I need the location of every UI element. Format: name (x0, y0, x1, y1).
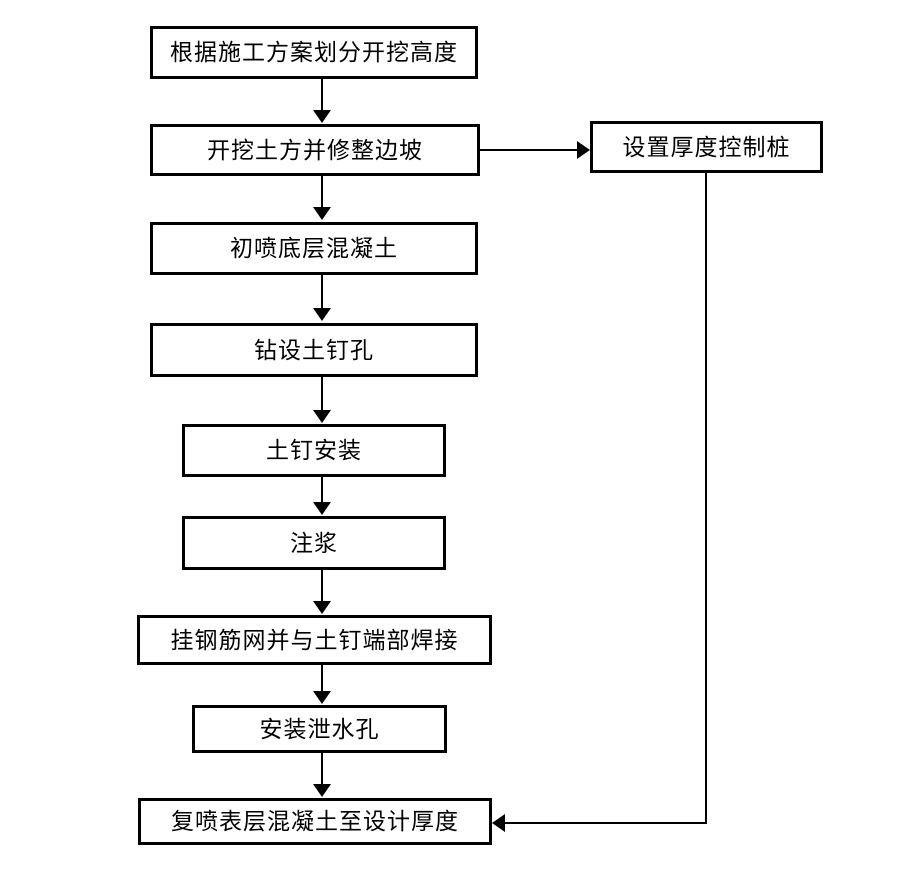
connector-n6-n7 (321, 477, 323, 503)
connector-n3-n10-vertical (705, 173, 707, 824)
flow-node-5-label: 钻设土钉孔 (254, 336, 374, 363)
flow-node-8-label: 挂钢筋网并与土钉端部焊接 (170, 626, 459, 653)
connector-n7-n8 (321, 570, 323, 603)
flow-node-3[interactable]: 设置厚度控制桩 (590, 121, 823, 173)
flow-node-10[interactable]: 复喷表层混凝土至设计厚度 (138, 798, 492, 845)
flow-node-9-label: 安装泄水孔 (259, 715, 380, 742)
arrowhead-n6-n7 (313, 502, 331, 515)
flow-node-4[interactable]: 初喷底层混凝土 (150, 222, 478, 275)
flow-node-8[interactable]: 挂钢筋网并与土钉端部焊接 (137, 615, 492, 665)
arrowhead-n7-n8 (313, 601, 331, 614)
connector-n4-n5 (321, 275, 323, 310)
flow-node-1[interactable]: 根据施工方案划分开挖高度 (150, 26, 478, 79)
arrowhead-n1-n2 (313, 110, 331, 123)
flow-node-1-label: 根据施工方案划分开挖高度 (170, 39, 458, 65)
flow-node-7[interactable]: 注浆 (182, 516, 446, 570)
arrowhead-n9-n10 (313, 784, 331, 797)
flow-node-6-label: 土钉安装 (266, 437, 362, 463)
arrowhead-n3-n10 (492, 814, 505, 832)
flow-node-4-label: 初喷底层混凝土 (230, 235, 398, 261)
flow-node-2[interactable]: 开挖土方并修整边坡 (150, 124, 480, 176)
arrowhead-n4-n5 (313, 308, 331, 321)
connector-n2-n4 (321, 176, 323, 209)
arrowhead-n2-n3 (577, 141, 590, 159)
flow-node-3-label: 设置厚度控制桩 (622, 133, 791, 160)
connector-n1-n2 (321, 79, 323, 112)
flow-node-2-label: 开挖土方并修整边坡 (207, 136, 423, 163)
connector-n9-n10 (321, 753, 323, 785)
connector-n2-n3 (480, 149, 578, 151)
flow-node-5[interactable]: 钻设土钉孔 (150, 323, 478, 377)
connector-n8-n9 (321, 665, 323, 692)
arrowhead-n8-n9 (313, 691, 331, 704)
flow-node-7-label: 注浆 (290, 529, 338, 556)
flow-node-9[interactable]: 安装泄水孔 (192, 705, 447, 753)
arrowhead-n2-n4 (313, 207, 331, 220)
flow-node-10-label: 复喷表层混凝土至设计厚度 (171, 808, 459, 834)
connector-n5-n6 (321, 377, 323, 412)
flow-node-6[interactable]: 土钉安装 (182, 424, 446, 477)
arrowhead-n5-n6 (313, 410, 331, 423)
connector-n3-n10-horizontal (505, 822, 706, 824)
